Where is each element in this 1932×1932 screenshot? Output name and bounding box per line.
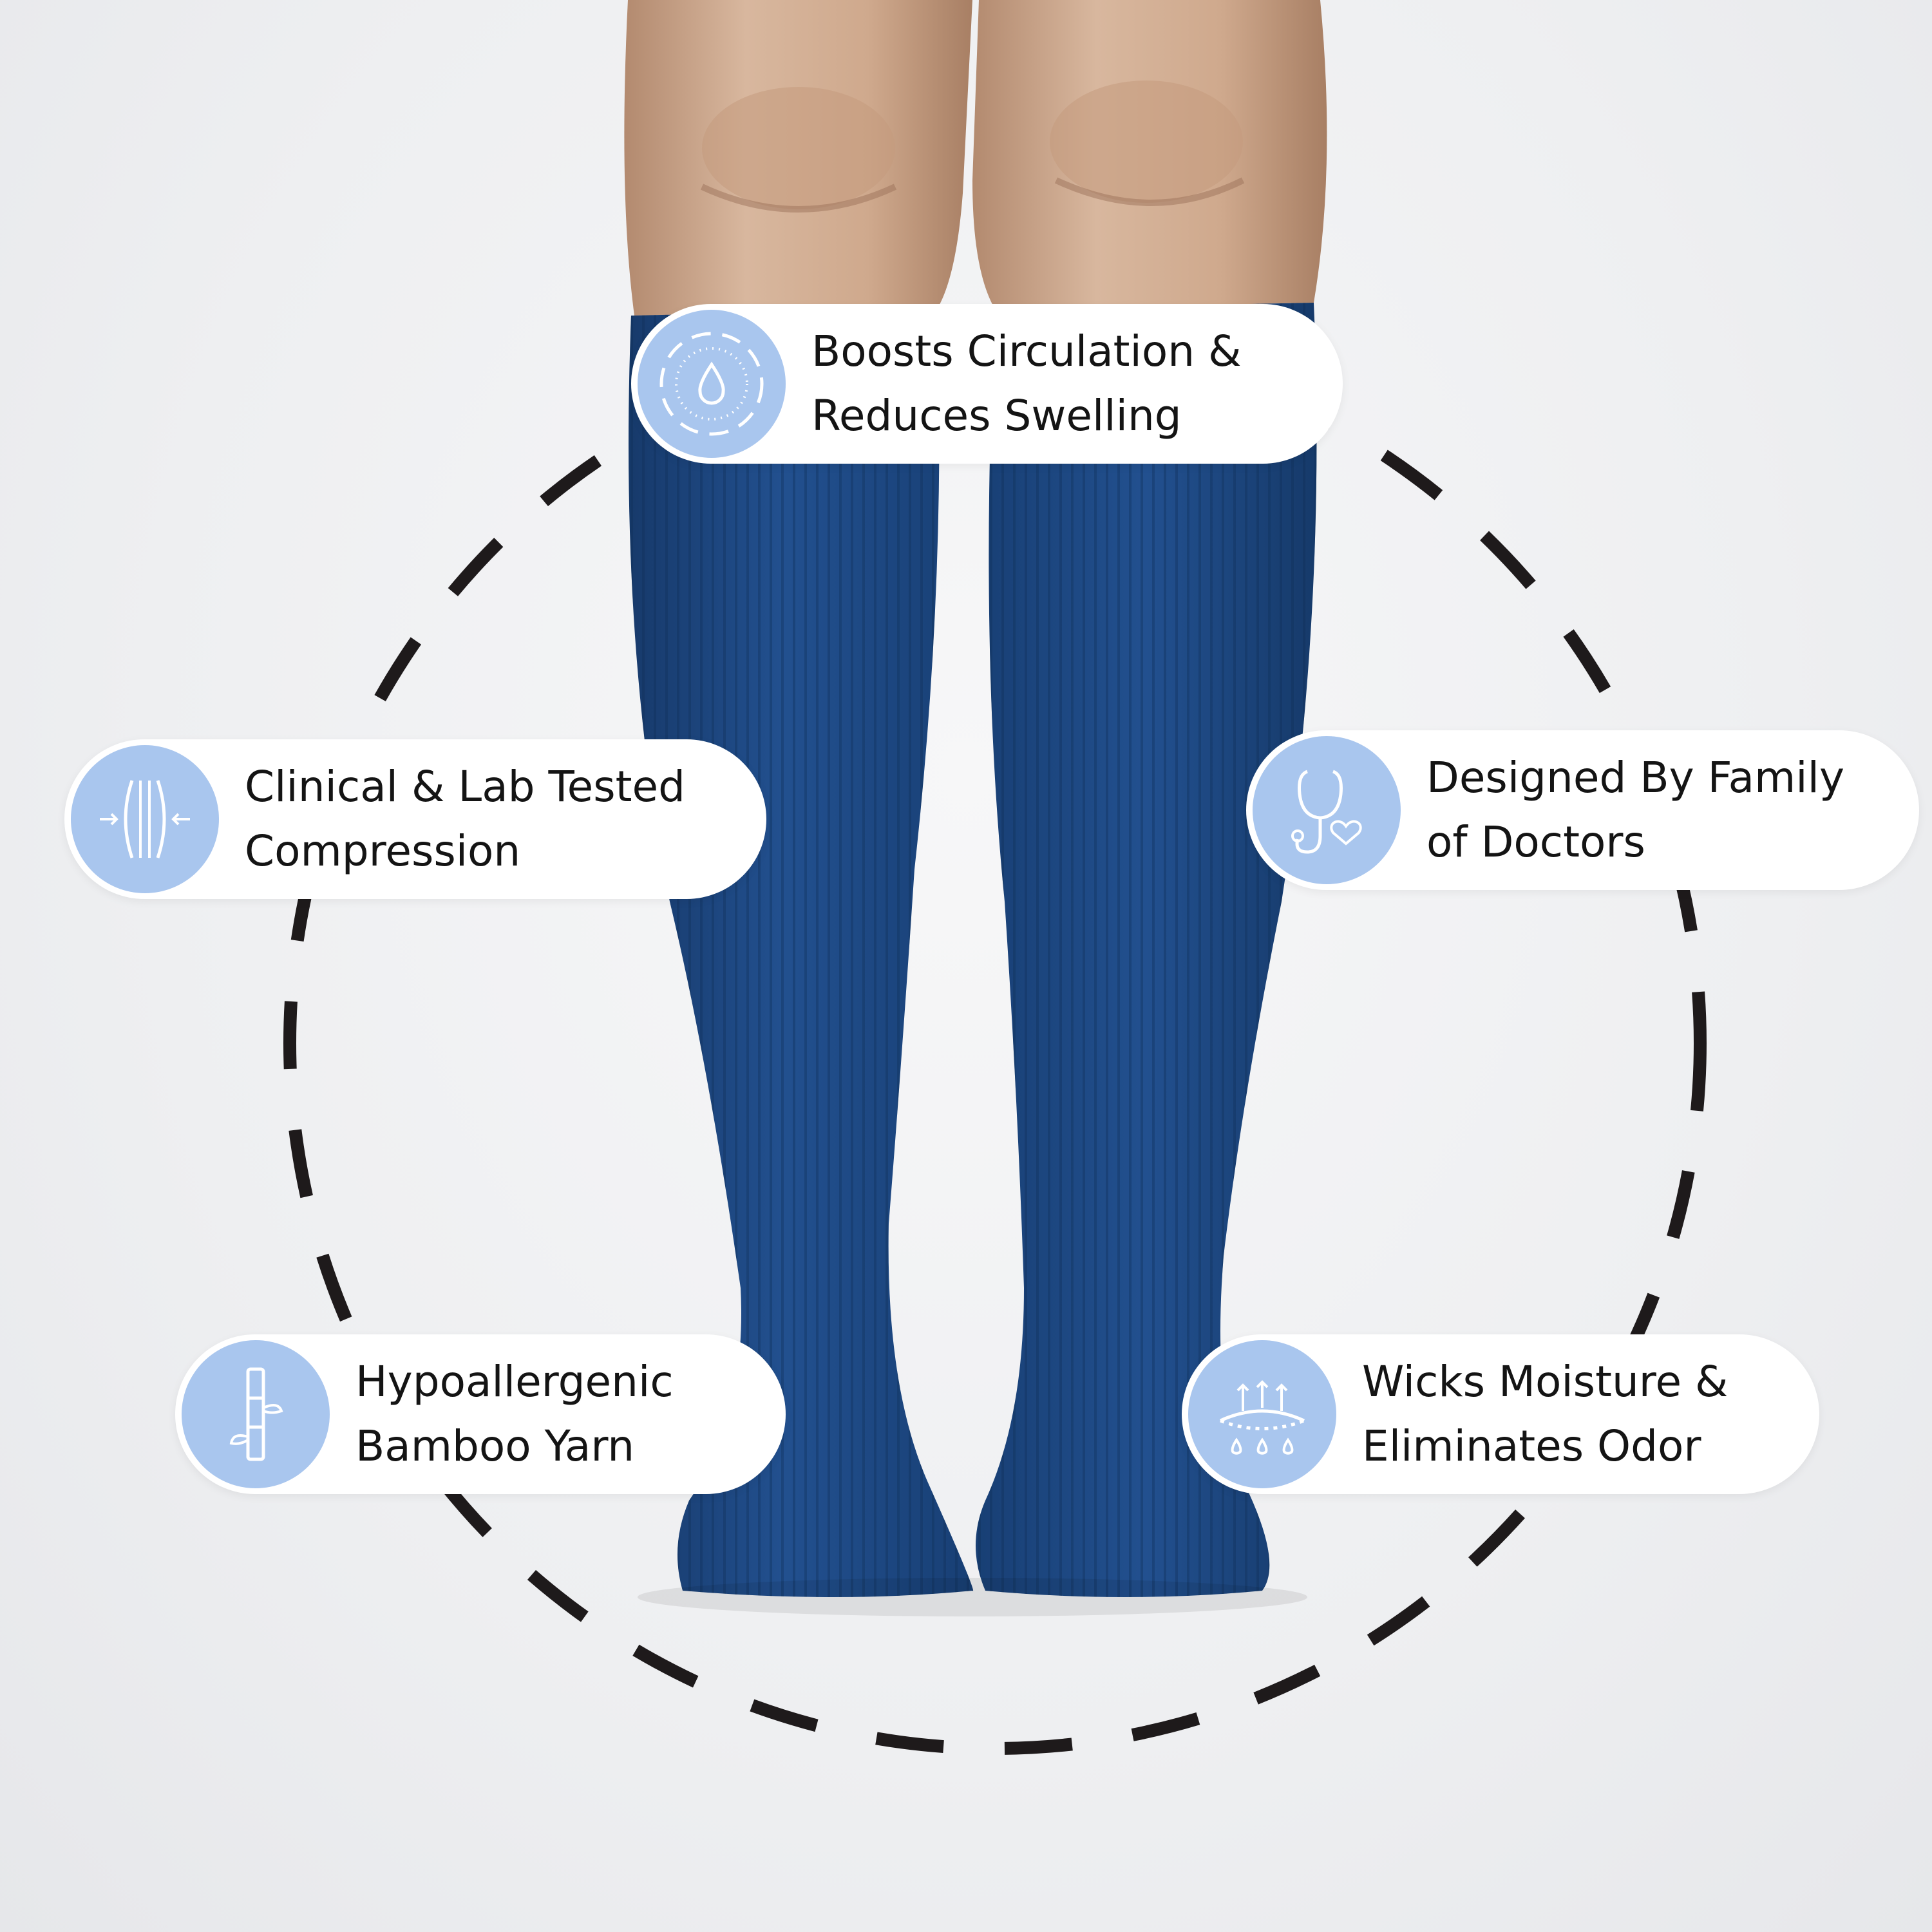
left-sock xyxy=(629,309,974,1597)
feature-line-1: Hypoallergenic xyxy=(355,1357,674,1406)
feature-text: Boosts Circulation & Reduces Swelling xyxy=(811,319,1242,448)
feature-line-2: Reduces Swelling xyxy=(811,391,1182,440)
feature-text: Clinical & Lab Tested Compression xyxy=(245,755,685,884)
feature-line-1: Clinical & Lab Tested xyxy=(245,762,685,811)
feature-text: Hypoallergenic Bamboo Yarn xyxy=(355,1350,674,1479)
feature-text: Wicks Moisture & Eliminates Odor xyxy=(1362,1350,1728,1479)
feature-moisture: Wicks Moisture & Eliminates Odor xyxy=(1182,1334,1819,1494)
right-sock xyxy=(976,303,1317,1597)
feature-bamboo: Hypoallergenic Bamboo Yarn xyxy=(175,1334,786,1494)
feature-line-2: of Doctors xyxy=(1426,817,1645,867)
compression-icon xyxy=(71,745,219,893)
right-leg xyxy=(972,0,1327,309)
feature-line-1: Designed By Family xyxy=(1426,753,1845,802)
feature-circulation: Boosts Circulation & Reduces Swelling xyxy=(631,304,1343,464)
moisture-wicking-icon xyxy=(1188,1340,1336,1488)
feature-line-2: Compression xyxy=(245,826,521,876)
feature-doctors: Designed By Family of Doctors xyxy=(1246,730,1919,890)
bamboo-icon xyxy=(182,1340,330,1488)
feature-text: Designed By Family of Doctors xyxy=(1426,746,1844,875)
stethoscope-icon xyxy=(1253,736,1401,884)
left-leg xyxy=(624,0,972,316)
circulation-droplet-icon xyxy=(638,310,786,458)
feature-compression: Clinical & Lab Tested Compression xyxy=(64,739,766,899)
feature-line-2: Eliminates Odor xyxy=(1362,1421,1701,1471)
feature-line-2: Bamboo Yarn xyxy=(355,1421,635,1471)
feature-line-1: Wicks Moisture & xyxy=(1362,1357,1728,1406)
feature-line-1: Boosts Circulation & xyxy=(811,327,1242,376)
